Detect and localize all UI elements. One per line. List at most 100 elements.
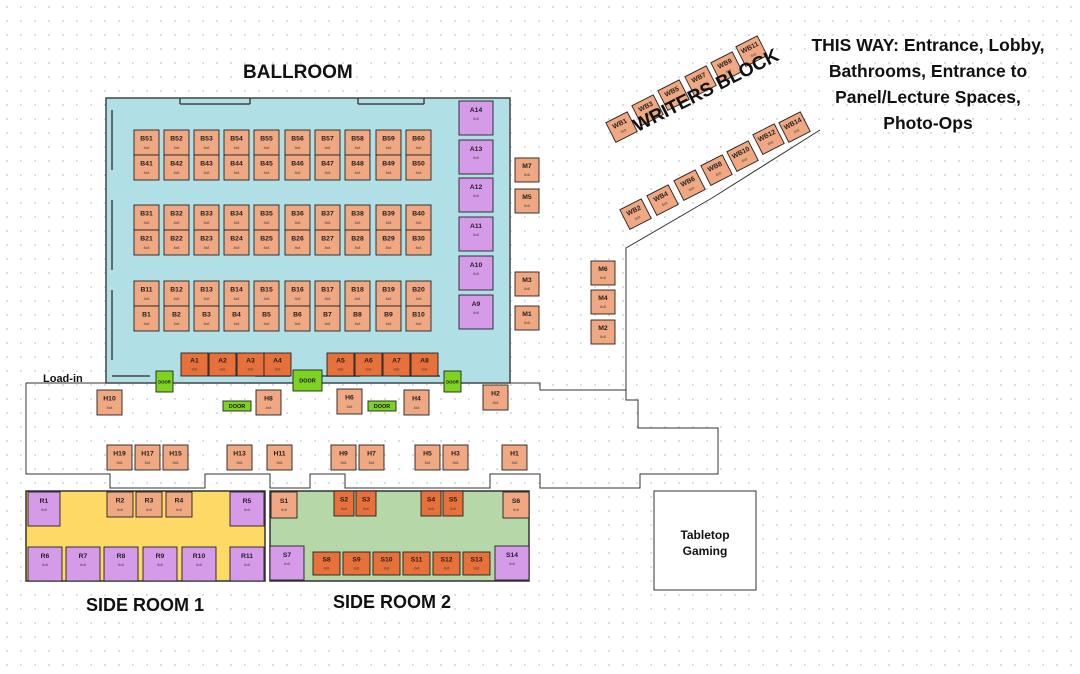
booth-size-label: 8x8 [325, 171, 331, 175]
booth-size-label: 8x8 [176, 508, 182, 512]
booth-box [193, 154, 220, 181]
booth-box [253, 280, 280, 307]
booth-box [270, 491, 298, 519]
booth-size-label: 8x8 [234, 221, 240, 225]
booth-box [405, 154, 432, 181]
booth-box [253, 204, 280, 231]
booth-size-label: 8x8 [325, 146, 331, 150]
booth-size-label: 8x8 [234, 246, 240, 250]
booth-box [342, 551, 371, 576]
booth-label: B45 [260, 161, 273, 168]
booth-size-label: 8x8 [264, 221, 270, 225]
booth-box [133, 129, 160, 156]
door-label: DOOR [446, 380, 459, 385]
booth-size-label: 8x8 [688, 186, 695, 192]
booth-box [208, 352, 237, 377]
booth-box [414, 444, 441, 471]
booth-box [778, 111, 811, 143]
load-in-label: Load-in [43, 373, 83, 385]
booth-box [133, 204, 160, 231]
booth-box [514, 305, 540, 331]
booth-label: S7 [283, 552, 292, 559]
booth-box [405, 305, 432, 332]
booth-size-label: 8x8 [325, 297, 331, 301]
booth-label: S6 [512, 498, 521, 505]
booth-label: B10 [412, 312, 425, 319]
booth-label: B28 [351, 236, 364, 243]
booth-size-label: 8x8 [453, 461, 459, 465]
booth-size-label: 8x8 [672, 96, 679, 102]
booth-box [344, 129, 371, 156]
booth-box [344, 280, 371, 307]
booth-size-label: 8x8 [118, 563, 124, 567]
booth-box [314, 229, 341, 256]
booth-size-label: 8x8 [620, 128, 627, 134]
booth-box [284, 129, 311, 156]
booth-size-label: 8x8 [524, 287, 530, 291]
booth-label: H10 [103, 396, 116, 403]
booth-box [223, 204, 250, 231]
booth-box [314, 280, 341, 307]
booth-box [163, 229, 190, 256]
booth-box [133, 229, 160, 256]
booth-size-label: 8x8 [386, 246, 392, 250]
booth-label: M5 [522, 194, 532, 201]
booth-label: S11 [411, 557, 423, 564]
door-label: DOOR [299, 379, 316, 385]
booth-box [284, 305, 311, 332]
booth-size-label: 8x8 [174, 322, 180, 326]
booth-box [133, 280, 160, 307]
booth-box [106, 491, 134, 518]
booth-box [403, 389, 430, 416]
booth-box [223, 229, 250, 256]
booth-label: R10 [193, 553, 206, 560]
booth-size-label: 8x8 [264, 322, 270, 326]
booth-label: S12 [440, 557, 452, 564]
booth-label: R4 [175, 498, 184, 505]
booth-size-label: 8x8 [416, 246, 422, 250]
booth-box [229, 546, 265, 582]
booth-label: B59 [382, 136, 395, 143]
booth-label: H5 [423, 451, 432, 458]
booth-label: A6 [364, 358, 373, 365]
booth-size-label: 8x8 [117, 508, 123, 512]
booth-size-label: 8x8 [295, 171, 301, 175]
booth-box [106, 444, 133, 471]
booth-size-label: 8x8 [234, 297, 240, 301]
booth-box [223, 305, 250, 332]
booth-label: A12 [470, 184, 483, 191]
booth-size-label: 8x8 [264, 146, 270, 150]
booth-box [263, 352, 292, 377]
booth-box [458, 294, 494, 330]
booth-box [372, 551, 401, 576]
booth-size-label: 8x8 [174, 146, 180, 150]
booth-label: A7 [392, 358, 401, 365]
booth-label: A5 [336, 358, 345, 365]
booth-box [193, 129, 220, 156]
booth-box [312, 551, 341, 576]
booth-size-label: 8x8 [204, 221, 210, 225]
booth-size-label: 8x8 [661, 201, 668, 207]
booth-box [181, 546, 217, 582]
booth-size-label: 8x8 [144, 171, 150, 175]
